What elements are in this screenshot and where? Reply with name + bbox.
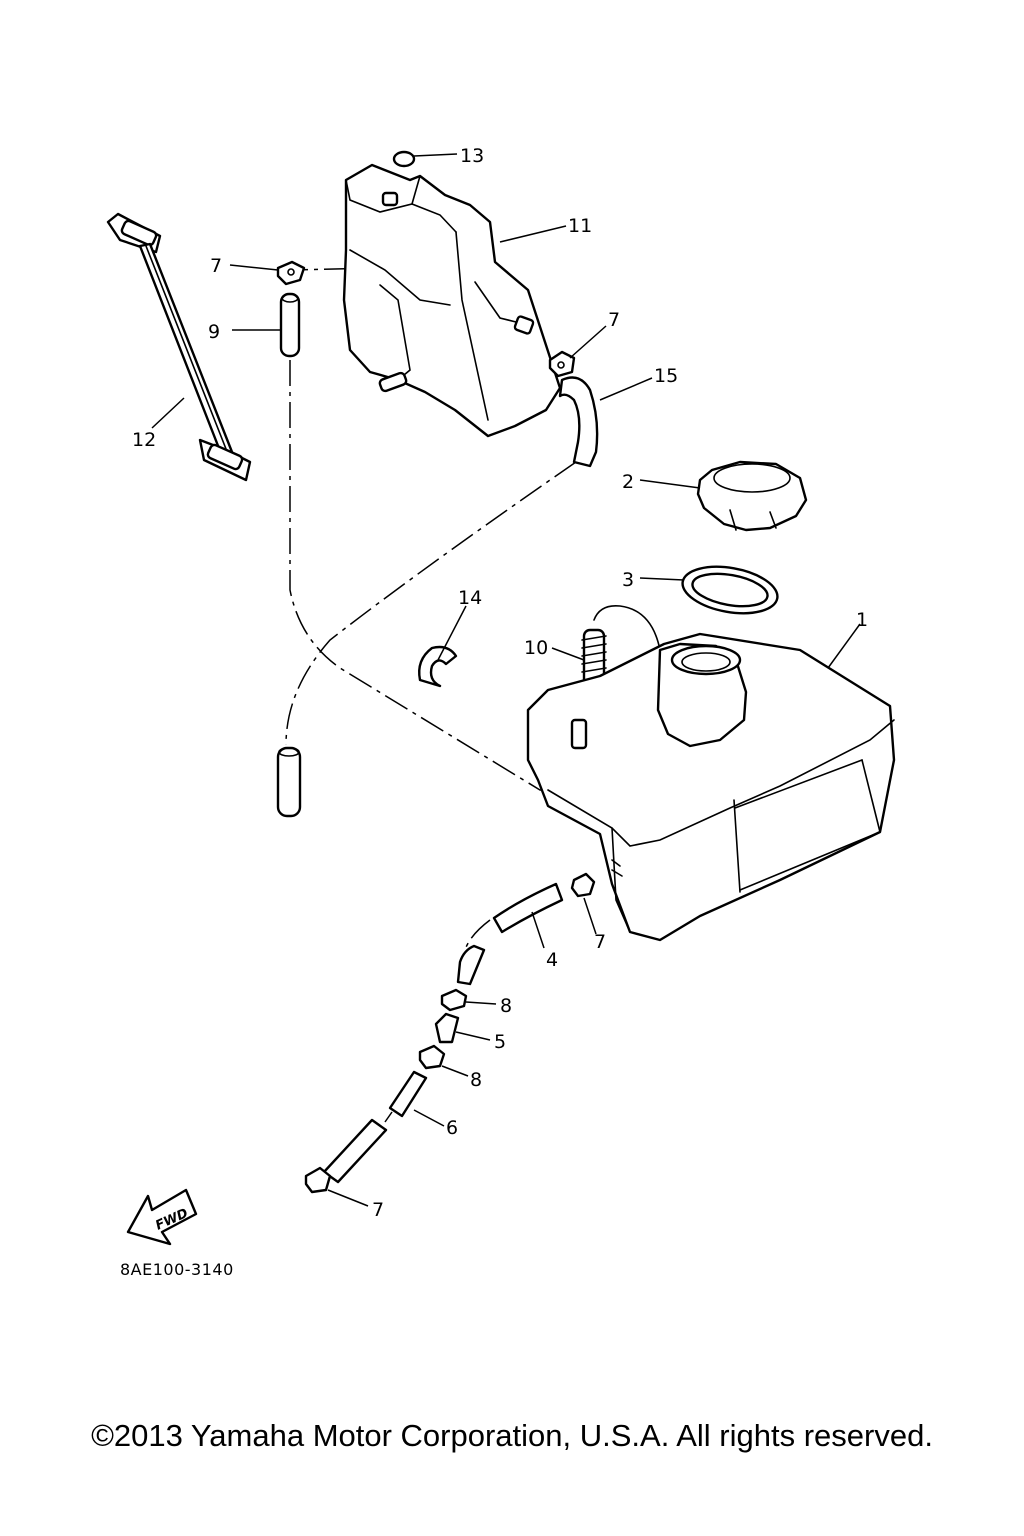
clip-14 xyxy=(418,645,458,688)
clip-7-top-left xyxy=(276,260,306,286)
fitting-5 xyxy=(434,1012,460,1044)
callout-9: 9 xyxy=(208,321,220,343)
clamp-8-lower xyxy=(418,1044,446,1070)
callout-7-bottom: 7 xyxy=(372,1199,384,1221)
callout-7-top-left: 7 xyxy=(210,255,222,277)
clip-7-bottom xyxy=(304,1166,332,1194)
clip-7-top-right xyxy=(548,350,576,378)
callout-1: 1 xyxy=(856,609,868,631)
callout-7-top-right: 7 xyxy=(608,309,620,331)
callout-labels: 13 11 7 9 7 15 12 2 3 14 10 1 4 7 8 5 8 … xyxy=(132,145,868,1221)
callout-2: 2 xyxy=(622,471,634,493)
callout-8-lower: 8 xyxy=(470,1069,482,1091)
hose-left-piece xyxy=(276,746,302,818)
hose-9 xyxy=(279,292,301,358)
fuel-tank xyxy=(526,632,896,942)
leader-lines xyxy=(151,153,861,1207)
callout-12: 12 xyxy=(132,429,156,451)
callout-10: 10 xyxy=(524,637,548,659)
callout-11: 11 xyxy=(568,215,592,237)
callout-7-tank: 7 xyxy=(594,931,606,953)
callout-8-upper: 8 xyxy=(500,995,512,1017)
clip-7-tank-outlet xyxy=(570,872,596,898)
copyright-notice: ©2013 Yamaha Motor Corporation, U.S.A. A… xyxy=(91,1418,933,1453)
hose-6 xyxy=(322,1070,428,1184)
filler-cap xyxy=(696,460,808,532)
callout-13: 13 xyxy=(460,145,484,167)
callout-14: 14 xyxy=(458,587,482,609)
callout-5: 5 xyxy=(494,1031,506,1053)
strap xyxy=(106,212,252,482)
oil-tank xyxy=(342,163,562,438)
gasket xyxy=(681,565,779,615)
callout-4: 4 xyxy=(546,949,558,971)
hose-15 xyxy=(558,376,599,468)
reference-code: 8AE100-3140 xyxy=(120,1260,234,1279)
cap-small xyxy=(392,150,416,168)
clamp-8-upper xyxy=(440,988,468,1012)
hose-4 xyxy=(456,882,564,986)
callout-15: 15 xyxy=(654,365,678,387)
fwd-arrow-icon: FWD xyxy=(126,1188,198,1246)
callout-3: 3 xyxy=(622,569,634,591)
callout-6: 6 xyxy=(446,1117,458,1139)
